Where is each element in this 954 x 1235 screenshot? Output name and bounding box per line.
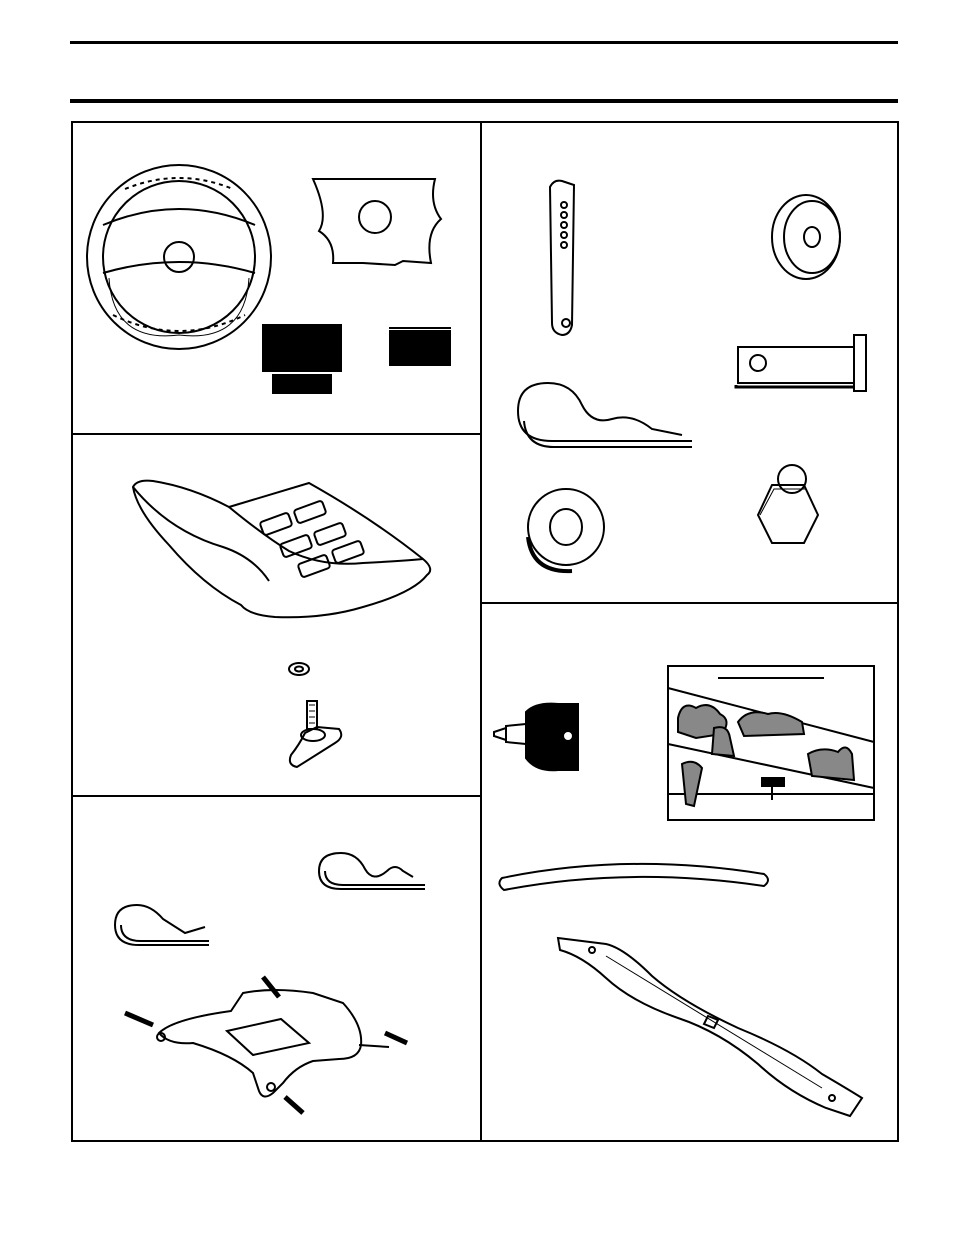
seat-washer-illustration bbox=[289, 663, 309, 675]
top-rule bbox=[70, 41, 898, 44]
steering-wheel-illustration bbox=[87, 165, 271, 349]
seat-knob-illustration bbox=[290, 701, 341, 767]
steering-wheel-insert-illustration bbox=[313, 179, 441, 265]
panel-small-hardware bbox=[480, 121, 899, 605]
seat-bracket-illustration bbox=[125, 977, 407, 1113]
spacer-illustration bbox=[262, 324, 342, 394]
seat-illustration bbox=[133, 481, 430, 618]
hairpin-clip-illustration bbox=[518, 383, 692, 447]
adapter-illustration bbox=[389, 328, 451, 366]
hairpin-clip-small-illustration bbox=[115, 905, 209, 945]
gauge-wheel-illustration bbox=[772, 195, 840, 279]
panel-steering-parts bbox=[71, 121, 483, 436]
hex-nut-illustration bbox=[758, 465, 818, 543]
page-title bbox=[70, 52, 898, 92]
spark-plug-illustration bbox=[494, 704, 578, 771]
flat-washer-illustration bbox=[528, 489, 604, 571]
mower-blade-illustration bbox=[558, 938, 862, 1116]
gauge-wheel-bracket-illustration bbox=[550, 181, 574, 335]
title-underline-rule bbox=[70, 99, 898, 103]
blade-gauge-illustration bbox=[668, 666, 874, 820]
hairpin-clip-large-illustration bbox=[319, 853, 425, 889]
panel-clips-bracket bbox=[71, 795, 483, 1142]
panel-maintenance-parts bbox=[480, 602, 899, 1142]
drive-belt-illustration bbox=[499, 864, 768, 890]
clevis-pin-illustration bbox=[736, 335, 866, 391]
panel-seat bbox=[71, 433, 483, 798]
